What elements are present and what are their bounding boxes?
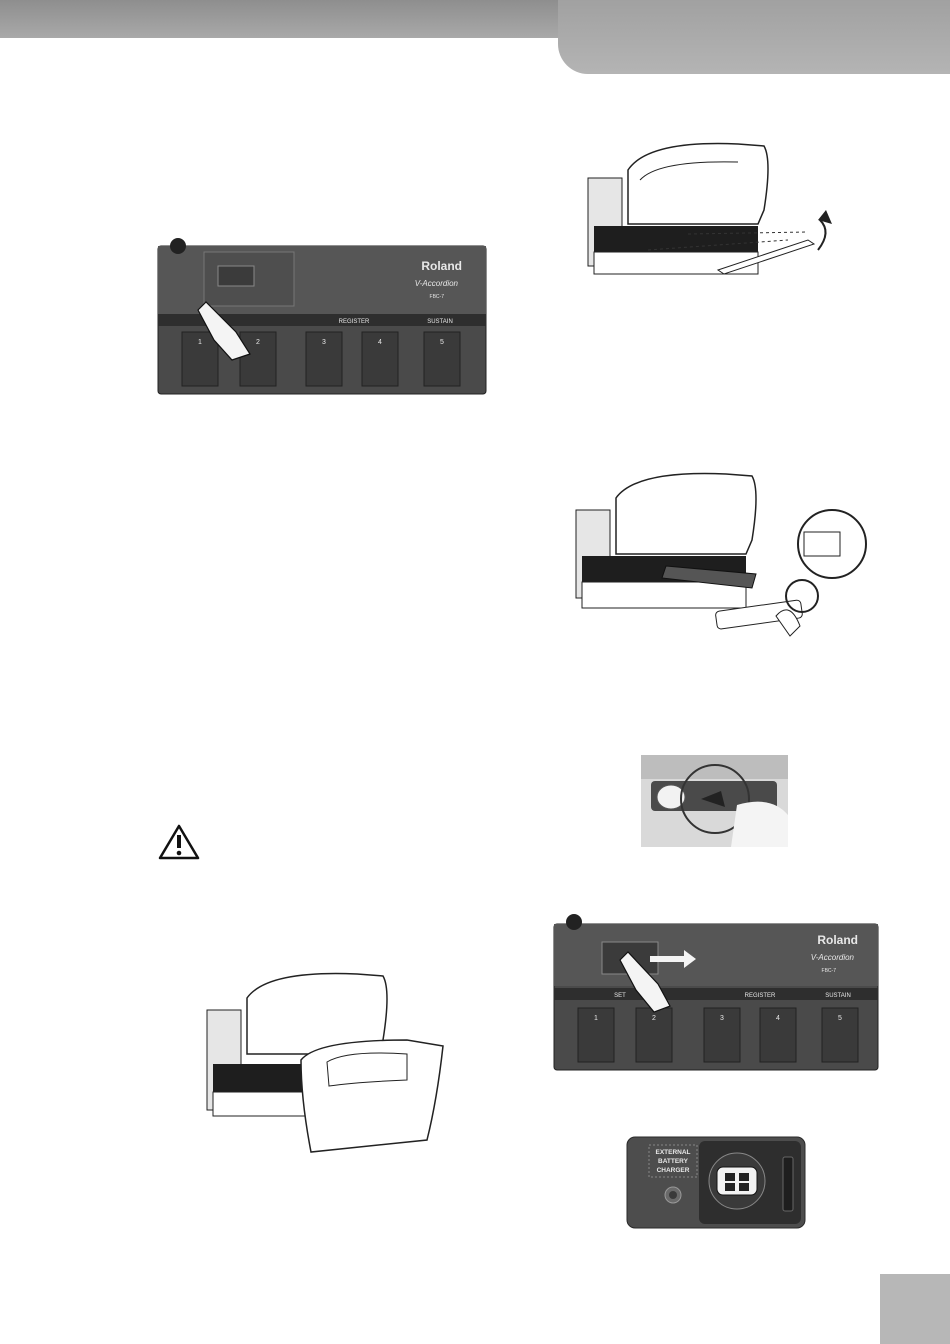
page-number-corner xyxy=(880,1274,950,1344)
register-label: REGISTER xyxy=(339,319,370,325)
header-tab xyxy=(558,0,950,74)
figure-external-battery-charger: EXTERNAL BATTERY CHARGER xyxy=(627,1137,805,1228)
brand-label-2: Roland xyxy=(817,933,858,947)
model-label: FBC-7 xyxy=(430,294,445,300)
pedal-5-label: 5 xyxy=(440,339,444,346)
charger-label-line3: CHARGER xyxy=(657,1167,690,1174)
sustain-label-2: SUSTAIN xyxy=(825,993,851,999)
charger-label-line1: EXTERNAL xyxy=(655,1149,690,1156)
model-script-label: V-Accordion xyxy=(415,279,459,288)
pedal-2-label: 2 xyxy=(256,339,260,346)
pedal-2-label-2: 2 xyxy=(652,1015,656,1022)
set-label: SET xyxy=(614,993,626,999)
pedal-4-label: 4 xyxy=(378,339,382,346)
figure-battery-slot-photo xyxy=(641,755,788,847)
pedal-1-label: 1 xyxy=(198,339,202,346)
pedal-5-label-2: 5 xyxy=(838,1015,842,1022)
pedal-4-label-2: 4 xyxy=(776,1015,780,1022)
pedal-3-label-2: 3 xyxy=(720,1015,724,1022)
register-label-2: REGISTER xyxy=(745,993,776,999)
model-label-2: FBC-7 xyxy=(822,968,837,974)
brand-label: Roland xyxy=(421,259,462,273)
figure-remove-back-cover xyxy=(207,970,447,1155)
pedal-3-label: 3 xyxy=(322,339,326,346)
sustain-label: SUSTAIN xyxy=(427,319,453,325)
charger-label-line2: BATTERY xyxy=(658,1158,689,1165)
warning-triangle-icon xyxy=(157,823,201,861)
pedal-1-label-2: 1 xyxy=(594,1015,598,1022)
figure-extract-battery xyxy=(576,470,866,645)
figure-unit-top-press-button: Roland V-Accordion FBC-7 REGISTER SUSTAI… xyxy=(158,236,488,396)
figure-unit-top-slide-switch: Roland V-Accordion FBC-7 SET REGISTER SU… xyxy=(554,914,880,1072)
model-script-label-2: V-Accordion xyxy=(811,953,855,962)
figure-remove-cover-screws xyxy=(588,140,838,290)
